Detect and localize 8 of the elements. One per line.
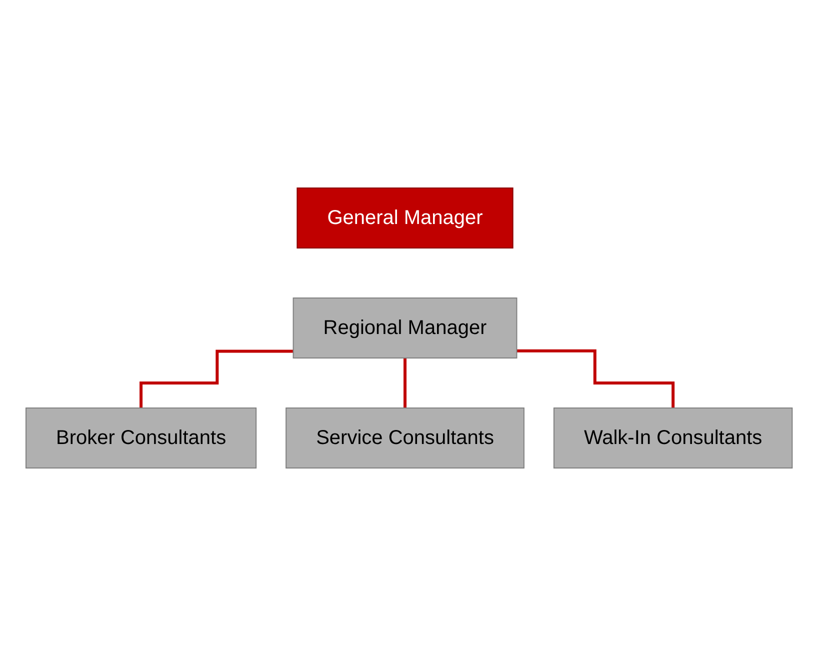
node-box: Service Consultants bbox=[285, 408, 524, 468]
node-box: Broker Consultants bbox=[25, 408, 256, 468]
connector bbox=[403, 356, 406, 410]
connector bbox=[139, 350, 294, 410]
node-box: General Manager bbox=[296, 188, 514, 248]
node-box: Regional Manager bbox=[292, 298, 518, 358]
node-box: Walk-In Consultants bbox=[553, 408, 793, 468]
connector bbox=[516, 349, 674, 410]
